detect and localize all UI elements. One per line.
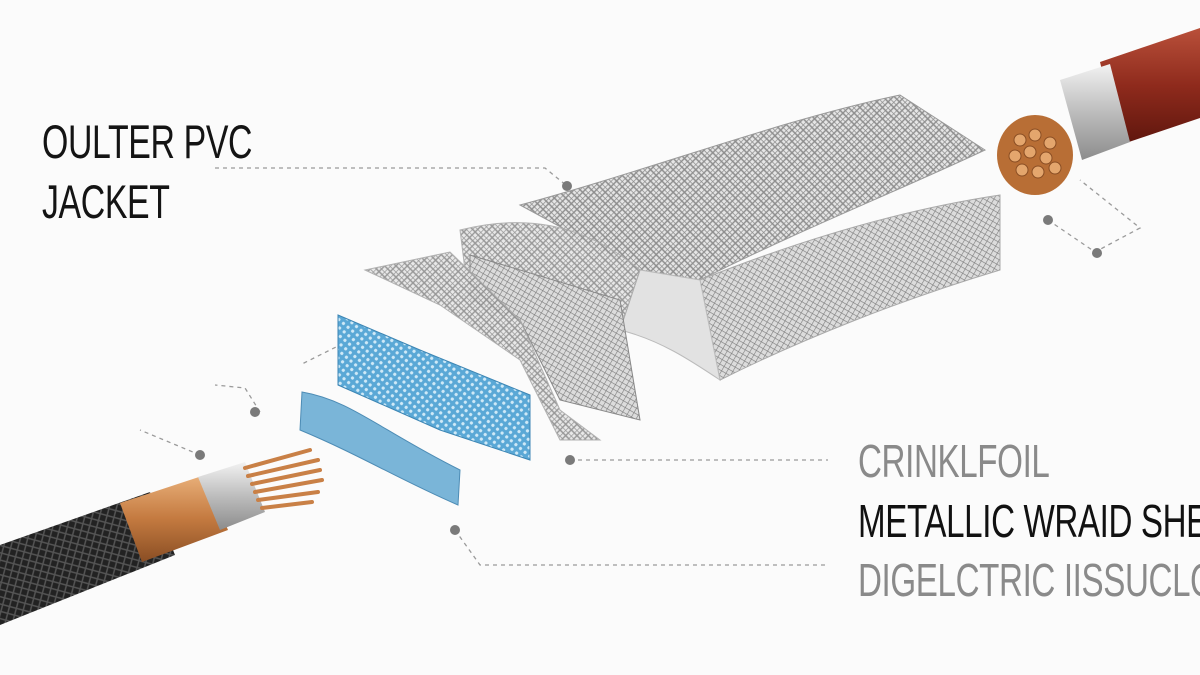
label-outer-pvc-jacket: OULTER PVC JACKET: [42, 112, 252, 232]
leader-lines: [139, 167, 1142, 566]
blue-foil-strip: [299, 391, 461, 506]
left-cable: [0, 448, 324, 625]
label-metallic-braid-shield: METALLIC WRAID SHELD: [858, 495, 1200, 547]
braid-sheet-side: [699, 194, 1001, 381]
foil-fold: [619, 269, 721, 382]
blue-mesh-strip: [337, 314, 531, 461]
label-dielectric-insulator: DIGELCTRIC IISSUCLOR: [858, 554, 1200, 606]
label-line: OULTER PVC: [42, 115, 253, 168]
label-line: JACKET: [42, 175, 170, 228]
mesh-sheet-left: [363, 251, 602, 441]
label-crinkle-foil: CRINKLFOIL: [858, 435, 1050, 487]
braid-sheet-top: [518, 94, 987, 281]
right-cable: [997, 28, 1200, 195]
